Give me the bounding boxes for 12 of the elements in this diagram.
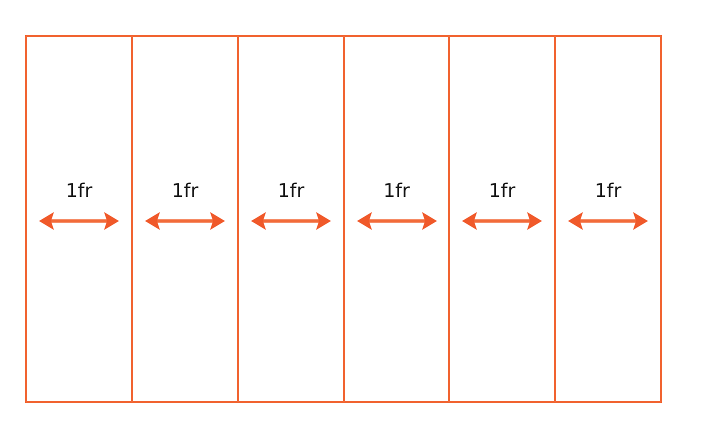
grid-column <box>448 35 556 403</box>
track-size-label: 1fr <box>383 180 410 202</box>
grid-column <box>554 35 662 403</box>
grid-column <box>131 35 239 403</box>
grid-column <box>237 35 345 403</box>
grid-column <box>25 35 133 403</box>
grid-column <box>343 35 450 403</box>
track-size-label: 1fr <box>66 180 92 202</box>
track-size-label: 1fr <box>594 180 622 202</box>
track-size-label: 1fr <box>172 180 198 202</box>
track-size-label: 1fr <box>278 180 304 202</box>
track-size-label: 1fr <box>488 180 516 202</box>
